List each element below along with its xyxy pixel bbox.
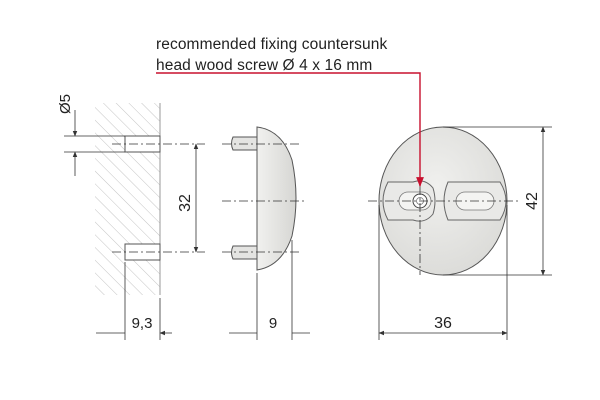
hole-spacing-dimension: 32 — [177, 143, 199, 253]
screw-recommendation-note: recommended fixing countersunk head wood… — [156, 34, 387, 76]
hole-spacing-label: 32 — [177, 194, 194, 212]
board-depth-dimension: 9,3 — [96, 262, 172, 340]
board-hatch — [95, 103, 160, 295]
cap-depth-dimension: 9 — [229, 240, 310, 340]
board-depth-label: 9,3 — [132, 315, 153, 332]
cap-body — [256, 126, 297, 271]
cap-side-view — [222, 126, 305, 271]
cap-height-label: 42 — [524, 192, 541, 210]
note-line-2: head wood screw Ø 4 x 16 mm — [156, 57, 373, 74]
screw-pointer-arrow — [156, 72, 424, 187]
board-section — [95, 103, 205, 295]
note-line-1: recommended fixing countersunk — [156, 36, 388, 53]
cap-front-view — [368, 118, 520, 276]
bore-diameter-dimension: Ø5 — [57, 94, 125, 176]
cap-height-dimension: 42 — [443, 126, 552, 276]
cap-depth-label: 9 — [269, 315, 277, 332]
upper-peg — [231, 136, 259, 151]
bore-diameter-label: Ø5 — [57, 94, 74, 114]
cap-width-dimension: 36 — [378, 205, 508, 340]
lower-peg — [231, 245, 259, 260]
cap-width-label: 36 — [434, 315, 452, 332]
